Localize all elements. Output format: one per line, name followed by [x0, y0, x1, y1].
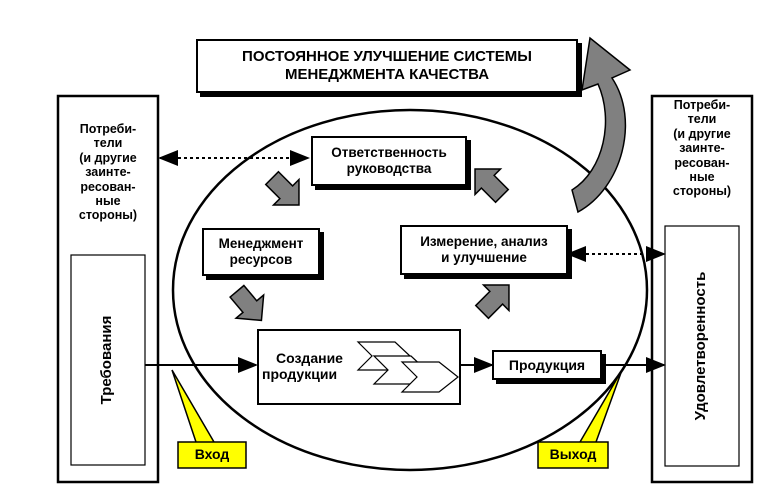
right-line-1: Потреби-: [673, 98, 731, 112]
resources-line-2: ресурсов: [229, 252, 293, 267]
requirements-label: Требования: [98, 315, 115, 405]
left-line-6: ные: [95, 193, 121, 208]
requirements-box: [70, 254, 146, 466]
left-line-5: ресован-: [80, 179, 136, 194]
realization-line-1: Создание: [276, 350, 343, 366]
cycle-arrow-top-left: [264, 170, 300, 206]
right-line-4: заинте-: [679, 141, 725, 156]
page-title-box: ПОСТОЯННОЕ УЛУЧШЕНИЕ СИСТЕМЫ МЕНЕДЖМЕНТА…: [196, 39, 578, 93]
left-customers-label: Потреби- тели (и другие заинте- ресован-…: [60, 122, 156, 223]
right-line-5: ресован-: [674, 155, 730, 170]
left-line-2: тели: [93, 136, 123, 151]
management-responsibility-box: Ответственность руководства: [311, 136, 467, 186]
measurement-analysis-box: Измерение, анализ и улучшение: [400, 225, 568, 275]
satisfaction-label: Удовлетворенность: [692, 271, 709, 421]
left-line-4: заинте-: [85, 165, 131, 180]
resource-management-box: Менеджмент ресурсов: [202, 228, 320, 276]
title-line-2: МЕНЕДЖМЕНТА КАЧЕСТВА: [284, 66, 490, 83]
cycle-arrow-left: [229, 284, 265, 322]
resources-line-1: Менеджмент: [218, 235, 304, 251]
left-line-7: стороны): [78, 208, 138, 223]
left-line-1: Потреби-: [79, 122, 137, 136]
output-callout-label: Выход: [549, 446, 597, 462]
title-line-1: ПОСТОЯННОЕ УЛУЧШЕНИЕ СИСТЕМЫ: [242, 48, 532, 65]
measurement-line-1: Измерение, анализ: [420, 233, 548, 249]
input-callout-label: Вход: [194, 446, 230, 462]
left-line-3: (и другие: [79, 150, 137, 165]
right-line-3: (и другие: [673, 126, 731, 141]
responsibility-line-2: руководства: [346, 161, 432, 176]
process-chevrons-icon: [356, 341, 459, 393]
right-customers-label: Потреби- тели (и другие заинте- ресован-…: [654, 98, 750, 199]
measurement-line-2: и улучшение: [441, 250, 527, 265]
satisfaction-box: [664, 225, 740, 467]
responsibility-line-1: Ответственность: [331, 144, 447, 160]
cycle-arrow-top-right: [474, 168, 510, 204]
realization-line-2: продукции: [262, 366, 338, 383]
output-callout-shape: [537, 369, 623, 469]
product-realization-label: Создание продукции: [262, 350, 362, 382]
product-box: Продукция: [492, 350, 602, 380]
product-label: Продукция: [508, 356, 586, 373]
improvement-curved-arrow: [571, 36, 632, 214]
right-line-7: стороны): [672, 184, 732, 199]
cycle-arrow-right: [474, 284, 510, 320]
input-callout-shape: [171, 369, 247, 469]
right-line-2: тели: [687, 112, 717, 127]
right-line-6: ные: [689, 169, 715, 184]
